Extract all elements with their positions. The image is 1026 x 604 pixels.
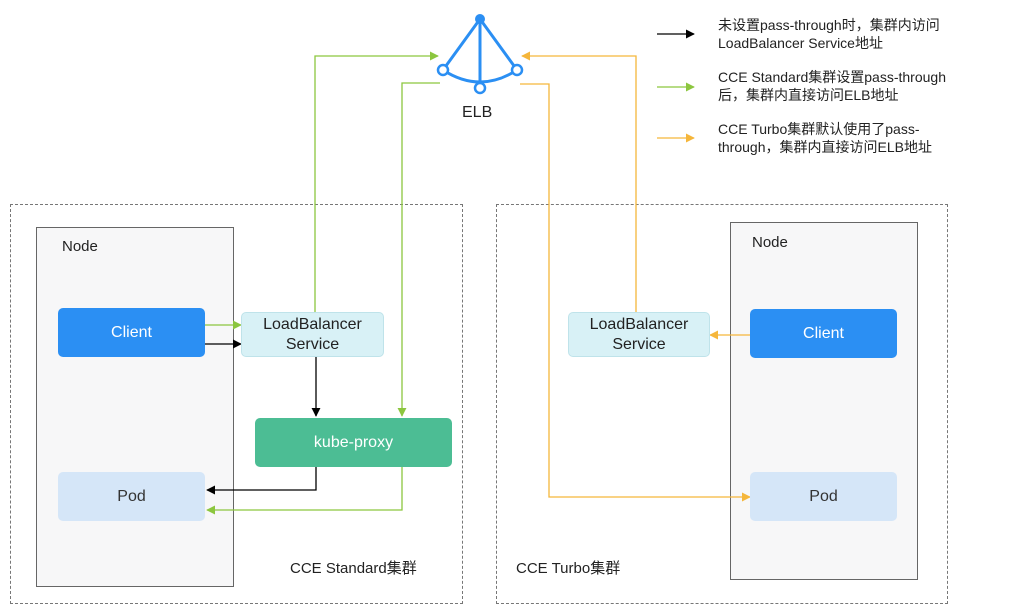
arrow-kubeproxy-to-pod-black [206,467,317,495]
turbo-cluster-label: CCE Turbo集群 [516,560,621,577]
arrow-turbo-elb-to-pod-orange [520,83,751,502]
legend-item-line2: through，集群内直接访问ELB地址 [718,139,932,155]
standard-cluster-label: CCE Standard集群 [290,560,417,577]
lbs-line1: LoadBalancer [263,315,362,333]
legend-item-turbo-passthrough: CCE Turbo集群默认使用了pass- through，集群内直接访问ELB… [718,120,932,156]
standard-pod: Pod [58,472,205,521]
legend-item-no-passthrough: 未设置pass-through时，集群内访问 LoadBalancer Serv… [718,16,940,52]
legend-item-line2: 后，集群内直接访问ELB地址 [718,87,899,103]
lbs-line2: Service [285,335,340,353]
turbo-client: Client [750,309,897,358]
legend-item-line1: CCE Turbo集群默认使用了pass- [718,121,920,137]
arrow-kubeproxy-to-pod-green [206,467,403,515]
lbs-line1: LoadBalancer [589,315,689,333]
arrow-lbs-to-elb-green [314,51,439,312]
standard-client: Client [58,308,205,357]
standard-loadbalancer-service: LoadBalancer Service [241,312,384,357]
legend-item-line2: LoadBalancer Service地址 [718,35,883,51]
arrow-elb-to-kubeproxy-green [397,82,440,417]
legend-item-line1: 未设置pass-through时，集群内访问 [718,17,940,33]
turbo-pod: Pod [750,472,897,521]
turbo-node-label: Node [752,234,788,251]
standard-node-box [36,227,234,587]
elb-label: ELB [462,104,493,121]
arrow-turbo-lbs-to-elb-orange [521,51,637,312]
standard-node-label: Node [62,238,98,255]
elb-icon [436,14,524,95]
kube-proxy: kube-proxy [255,418,452,467]
lbs-line2: Service [612,335,666,353]
turbo-loadbalancer-service: LoadBalancer Service [568,312,710,357]
legend-item-line1: CCE Standard集群设置pass-through [718,69,946,85]
legend-item-standard-passthrough: CCE Standard集群设置pass-through 后，集群内直接访问EL… [718,68,946,104]
